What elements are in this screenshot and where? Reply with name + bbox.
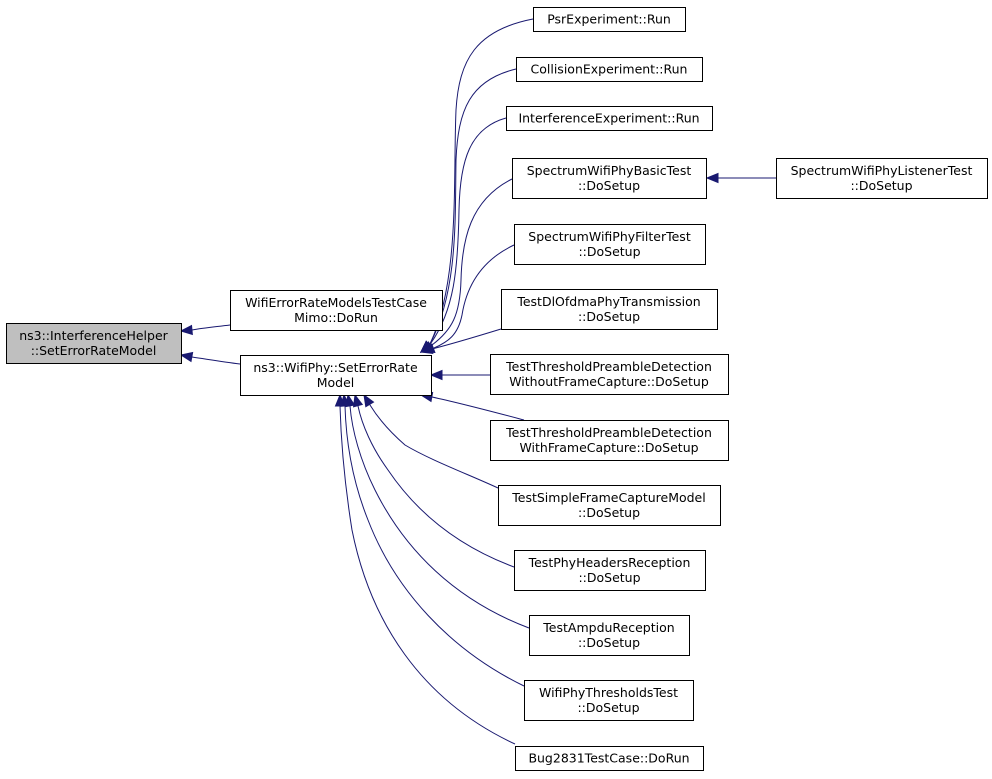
node-label-line: TestAmpduReception bbox=[542, 620, 674, 635]
node-box bbox=[240, 355, 432, 396]
edge-line bbox=[429, 18, 534, 345]
node-box bbox=[501, 289, 718, 330]
node-label-line: ::DoSetup bbox=[578, 635, 640, 650]
node-box bbox=[498, 485, 721, 526]
edge-line bbox=[344, 405, 525, 687]
node-specListener[interactable]: SpectrumWifiPhyListenerTest::DoSetup bbox=[776, 158, 988, 199]
node-label-line: WifiErrorRateModelsTestCase bbox=[245, 295, 427, 310]
node-label-line: SpectrumWifiPhyBasicTest bbox=[527, 163, 692, 178]
node-label-line: TestThresholdPreambleDetection bbox=[505, 425, 712, 440]
node-phySet[interactable]: ns3::WifiPhy::SetErrorRateModel bbox=[240, 355, 432, 396]
node-simpleFC[interactable]: TestSimpleFrameCaptureModel::DoSetup bbox=[498, 485, 721, 526]
arrowhead-icon bbox=[363, 393, 375, 408]
edge-line bbox=[430, 117, 507, 344]
node-interf[interactable]: InterferenceExperiment::Run bbox=[506, 106, 713, 131]
node-label-line: ::DoSetup bbox=[578, 505, 640, 520]
arrowhead-icon bbox=[429, 369, 443, 381]
node-threshWithout[interactable]: TestThresholdPreambleDetectionWithoutFra… bbox=[490, 354, 729, 395]
node-root[interactable]: ns3::InterferenceHelper::SetErrorRateMod… bbox=[6, 323, 182, 364]
node-box bbox=[515, 746, 704, 771]
node-box bbox=[490, 420, 729, 461]
node-specBasic[interactable]: SpectrumWifiPhyBasicTest::DoSetup bbox=[512, 158, 707, 199]
node-label-line: Bug2831TestCase::DoRun bbox=[528, 751, 689, 766]
node-box bbox=[512, 158, 707, 199]
node-label-line: Mimo::DoRun bbox=[294, 310, 378, 325]
arrowhead-icon bbox=[179, 351, 194, 363]
node-box bbox=[506, 106, 713, 131]
node-label-line: TestDlOfdmaPhyTransmission bbox=[516, 294, 700, 309]
edge-line bbox=[431, 328, 502, 350]
edge-threshWith-to-phySet bbox=[419, 391, 525, 421]
node-label-line: TestPhyHeadersReception bbox=[528, 555, 691, 570]
node-box bbox=[533, 7, 686, 32]
edge-simpleFC-to-phySet bbox=[363, 393, 499, 489]
node-box bbox=[524, 680, 694, 721]
edge-line bbox=[357, 405, 515, 568]
node-label-line: ::DoSetup bbox=[850, 178, 912, 193]
node-label-line: ns3::WifiPhy::SetErrorRate bbox=[253, 360, 418, 375]
edge-dlOfdma-to-phySet bbox=[419, 328, 502, 355]
edge-line bbox=[191, 356, 241, 365]
edge-line bbox=[431, 396, 525, 421]
node-label-line: ::DoSetup bbox=[577, 700, 639, 715]
node-box bbox=[776, 158, 988, 199]
arrowhead-icon bbox=[419, 343, 434, 355]
node-coll[interactable]: CollisionExperiment::Run bbox=[516, 57, 703, 82]
edge-line bbox=[369, 404, 499, 489]
node-psr[interactable]: PsrExperiment::Run bbox=[533, 7, 686, 32]
node-label-line: ::DoSetup bbox=[578, 178, 640, 193]
node-box bbox=[490, 354, 729, 395]
node-label-line: ::DoSetup bbox=[578, 309, 640, 324]
node-label-line: ::DoSetup bbox=[578, 570, 640, 585]
edge-wifiErr-to-root bbox=[179, 324, 231, 336]
node-box bbox=[514, 224, 706, 265]
node-ampdu[interactable]: TestAmpduReception::DoSetup bbox=[529, 615, 690, 656]
node-thresholds[interactable]: WifiPhyThresholdsTest::DoSetup bbox=[524, 680, 694, 721]
arrowhead-icon bbox=[352, 393, 364, 408]
edge-threshWithout-to-phySet bbox=[429, 369, 490, 381]
node-label-line: TestSimpleFrameCaptureModel bbox=[511, 490, 705, 505]
edge-headers-to-phySet bbox=[352, 393, 515, 568]
edge-line bbox=[191, 324, 231, 331]
node-box bbox=[529, 615, 690, 656]
node-label-line: SpectrumWifiPhyListenerTest bbox=[791, 163, 973, 178]
node-label-line: WifiPhyThresholdsTest bbox=[539, 685, 678, 700]
arrowhead-icon bbox=[179, 324, 193, 336]
edge-line bbox=[339, 405, 516, 745]
node-label-line: PsrExperiment::Run bbox=[547, 12, 671, 27]
edge-line bbox=[429, 68, 517, 345]
node-label-line: WithFrameCapture::DoSetup bbox=[519, 440, 698, 455]
node-box bbox=[6, 323, 182, 364]
edge-phySet-to-root bbox=[179, 351, 241, 365]
edge-specListener-to-specBasic bbox=[705, 172, 776, 184]
nodes-layer: ns3::InterferenceHelper::SetErrorRateMod… bbox=[6, 7, 988, 771]
node-label-line: WithoutFrameCapture::DoSetup bbox=[509, 374, 709, 389]
node-label-line: InterferenceExperiment::Run bbox=[518, 111, 699, 126]
edge-line bbox=[433, 244, 515, 349]
node-box bbox=[516, 57, 703, 82]
node-label-line: CollisionExperiment::Run bbox=[531, 62, 688, 77]
node-bug[interactable]: Bug2831TestCase::DoRun bbox=[515, 746, 704, 771]
node-label-line: ::SetErrorRateModel bbox=[31, 343, 157, 358]
node-label-line: SpectrumWifiPhyFilterTest bbox=[528, 229, 691, 244]
node-specFilter[interactable]: SpectrumWifiPhyFilterTest::DoSetup bbox=[514, 224, 706, 265]
arrowhead-icon bbox=[334, 393, 346, 407]
edge-bug-to-phySet bbox=[334, 393, 516, 745]
node-label-line: Model bbox=[317, 375, 355, 390]
node-dlOfdma[interactable]: TestDlOfdmaPhyTransmission::DoSetup bbox=[501, 289, 718, 330]
arrowhead-icon bbox=[705, 172, 719, 184]
node-headers[interactable]: TestPhyHeadersReception::DoSetup bbox=[514, 550, 706, 591]
edge-line bbox=[431, 178, 513, 346]
node-label-line: TestThresholdPreambleDetection bbox=[505, 359, 712, 374]
edge-line bbox=[349, 405, 530, 629]
node-label-line: ns3::InterferenceHelper bbox=[19, 328, 168, 343]
node-box bbox=[230, 290, 443, 331]
node-threshWith[interactable]: TestThresholdPreambleDetectionWithFrameC… bbox=[490, 420, 729, 461]
node-label-line: ::DoSetup bbox=[578, 244, 640, 259]
node-box bbox=[514, 550, 706, 591]
